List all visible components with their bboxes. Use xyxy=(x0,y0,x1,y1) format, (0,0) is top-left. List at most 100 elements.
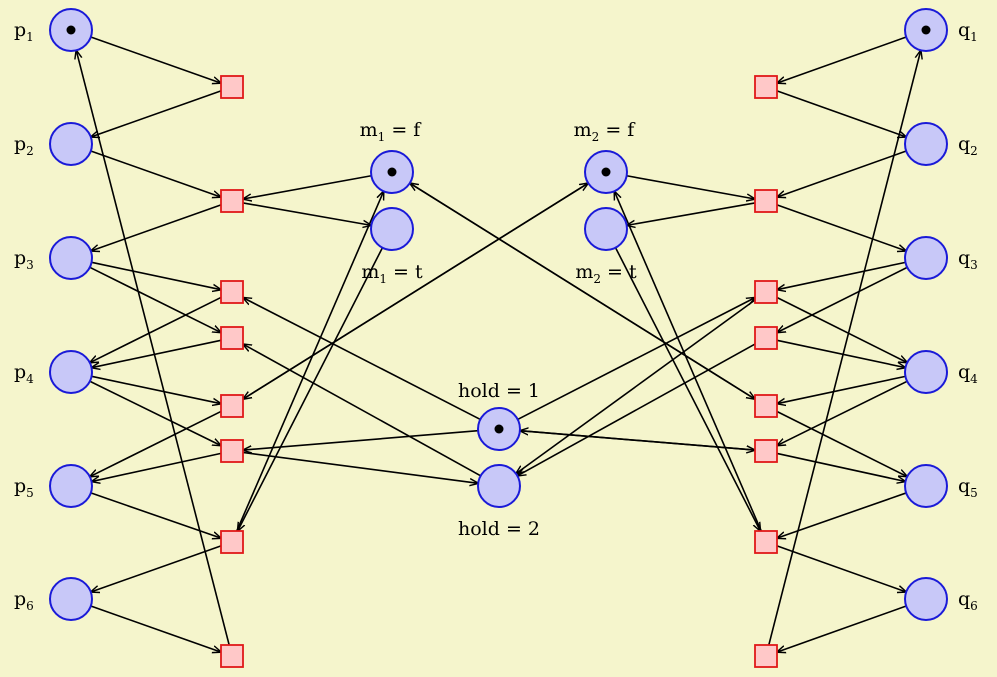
arc-q3-R3 xyxy=(777,261,906,289)
place-m1t xyxy=(370,207,414,251)
place-q1 xyxy=(904,8,948,52)
place-circle xyxy=(477,464,521,508)
arc-q4-R5 xyxy=(777,375,906,403)
place-p5 xyxy=(49,464,93,508)
arc-R4-hold2 xyxy=(517,343,756,476)
arc-q6-R8 xyxy=(777,605,907,652)
arc-R3-q4 xyxy=(776,296,907,363)
arc-L5-m2f xyxy=(242,183,588,400)
transition-R5 xyxy=(754,394,778,418)
arc-L1-p2 xyxy=(91,90,222,137)
token-dot xyxy=(494,424,504,434)
arc-R8-q1 xyxy=(768,50,921,646)
arc-p2-L2 xyxy=(90,150,221,197)
label-p2: p2 xyxy=(14,133,34,158)
label-m2f: m2 = f xyxy=(574,119,637,144)
label-m2t: m2 = t xyxy=(575,261,637,286)
arc-p1-L1 xyxy=(90,36,221,83)
place-q2 xyxy=(904,122,948,166)
transition-R3 xyxy=(754,280,778,304)
place-circle xyxy=(49,122,93,166)
arc-R7-q6 xyxy=(776,545,906,592)
transition-L1 xyxy=(220,75,244,99)
arc-q2-R2 xyxy=(777,150,907,197)
arc-m1f-L2 xyxy=(243,174,372,199)
arc-p6-L8 xyxy=(90,605,221,652)
arc-m2f-R2 xyxy=(626,174,755,199)
token-dot xyxy=(66,25,76,35)
label-q1: q1 xyxy=(958,19,978,44)
place-circle xyxy=(904,350,948,394)
arc-R1-q2 xyxy=(776,90,906,137)
label-hold1: hold = 1 xyxy=(458,380,540,402)
transition-L8 xyxy=(220,644,244,668)
arc-L2-p3 xyxy=(91,204,222,251)
label-q6: q6 xyxy=(958,588,978,613)
label-p3: p3 xyxy=(14,247,34,272)
arc-R4-q4 xyxy=(776,339,905,367)
label-p6: p6 xyxy=(14,588,34,613)
transition-R4 xyxy=(754,326,778,350)
label-p5: p5 xyxy=(14,475,34,500)
label-p4: p4 xyxy=(14,361,34,386)
place-circle xyxy=(49,350,93,394)
arc-m1t-L7 xyxy=(238,247,384,531)
arc-hold1-R3 xyxy=(517,298,755,421)
arc-R5-q5 xyxy=(776,410,907,477)
arc-q3-R4 xyxy=(777,266,908,332)
arc-q5-R7 xyxy=(777,492,907,538)
label-hold2: hold = 2 xyxy=(458,518,540,540)
arc-R3-hold2 xyxy=(516,299,756,474)
place-circle xyxy=(370,207,414,251)
arc-hold1-L3 xyxy=(243,298,481,421)
place-circle xyxy=(904,577,948,621)
arc-L7-m1f xyxy=(236,191,384,532)
transition-L3 xyxy=(220,280,244,304)
arc-hold2-L4 xyxy=(243,344,482,477)
arc-q4-R6 xyxy=(777,380,908,445)
arc-m2t-R7 xyxy=(614,247,761,531)
place-q4 xyxy=(904,350,948,394)
arc-L8-p1 xyxy=(76,50,230,646)
place-circle xyxy=(904,236,948,280)
arc-R2-m2t xyxy=(627,202,756,225)
transition-R6 xyxy=(754,439,778,463)
transition-L4 xyxy=(220,326,244,350)
arcs xyxy=(76,36,921,652)
place-p1 xyxy=(49,8,93,52)
arc-p4-L5 xyxy=(91,375,221,403)
place-p3 xyxy=(49,236,93,280)
transition-R8 xyxy=(754,644,778,668)
place-m1f xyxy=(370,150,414,194)
transition-R2 xyxy=(754,189,778,213)
place-p2 xyxy=(49,122,93,166)
place-q6 xyxy=(904,577,948,621)
label-q2: q2 xyxy=(958,133,978,158)
place-circle xyxy=(904,122,948,166)
place-p6 xyxy=(49,577,93,621)
arc-p4-L6 xyxy=(89,380,221,445)
arc-L4-p4 xyxy=(92,339,222,367)
arc-hold1-L6 xyxy=(243,429,479,450)
label-q5: q5 xyxy=(958,475,978,500)
place-q3 xyxy=(904,236,948,280)
place-circle xyxy=(49,464,93,508)
arc-p5-L7 xyxy=(90,492,221,538)
transition-R1 xyxy=(754,75,778,99)
arc-R6-hold1 xyxy=(520,431,756,451)
token-dot xyxy=(387,167,397,177)
arc-p3-L3 xyxy=(91,261,221,289)
label-m1t: m1 = t xyxy=(361,261,423,286)
place-hold2 xyxy=(477,464,521,508)
transition-R7 xyxy=(754,530,778,554)
place-circle xyxy=(584,207,628,251)
label-q3: q3 xyxy=(958,247,978,272)
arc-L7-p6 xyxy=(91,545,222,592)
place-q5 xyxy=(904,464,948,508)
label-q4: q4 xyxy=(958,361,978,386)
place-m2t xyxy=(584,207,628,251)
place-circle xyxy=(49,236,93,280)
arc-L6-hold2 xyxy=(242,451,478,483)
